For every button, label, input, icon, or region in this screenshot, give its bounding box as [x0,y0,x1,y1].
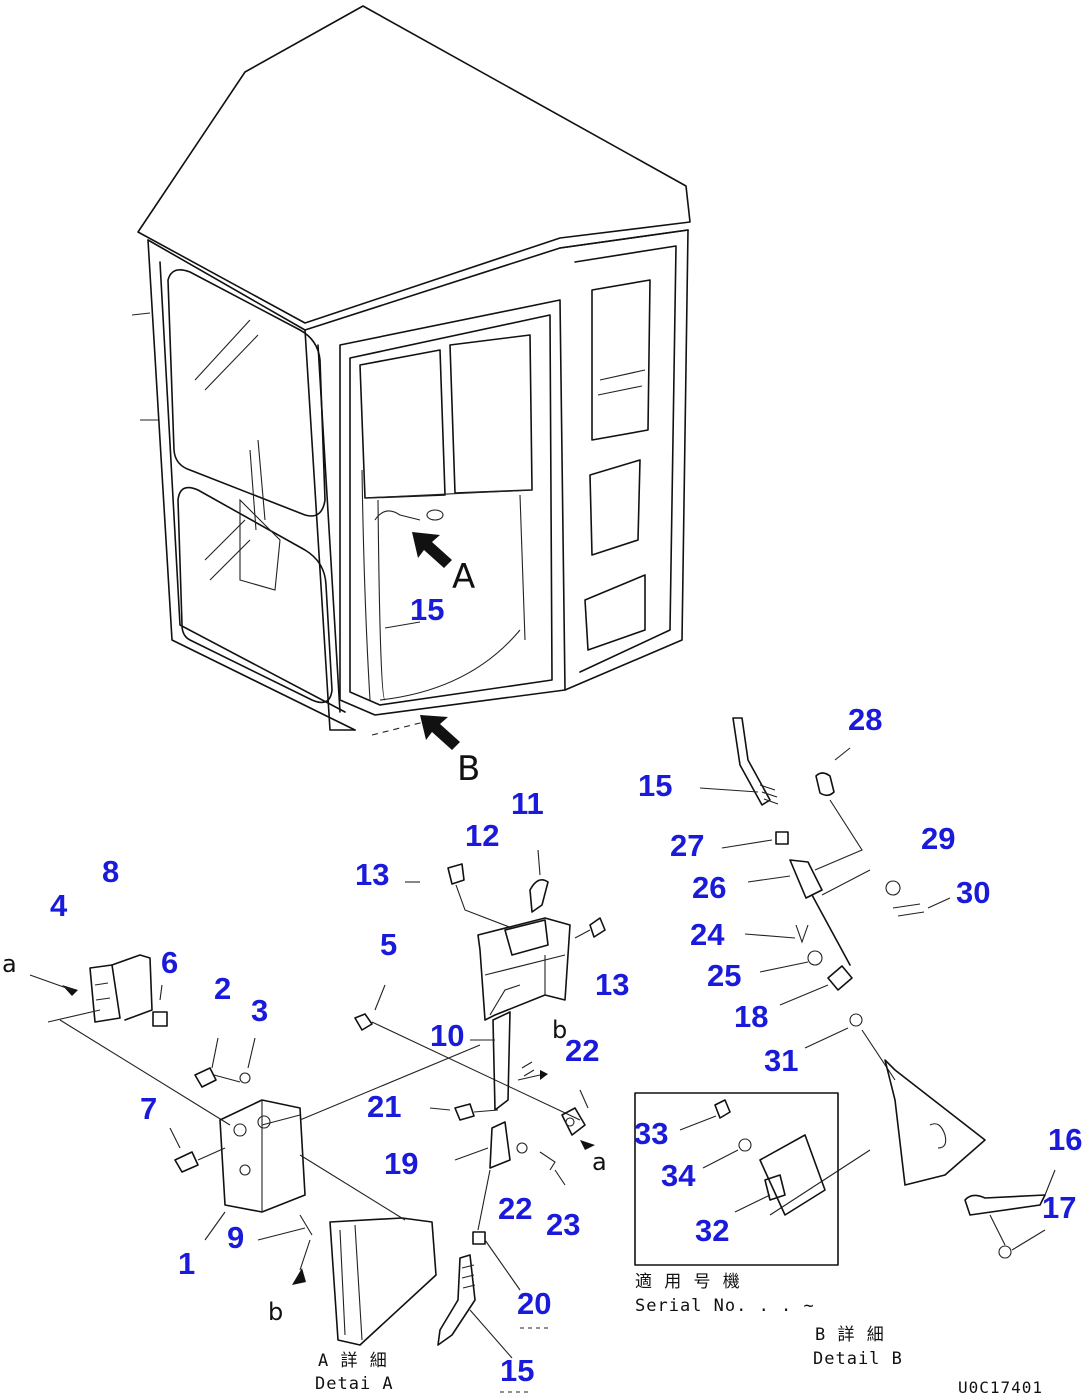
serial-label-jp: 適 用 号 機 [635,1272,741,1292]
callout-31: 31 [764,1043,799,1078]
callout-30: 30 [956,875,991,910]
detail-b-title-en: Detail B [813,1349,903,1369]
callout-34: 34 [661,1158,696,1193]
callout-15-cab: 15 [410,592,445,627]
detail-a-title-en: Detai A [315,1374,394,1394]
callout-22-bottom: 22 [498,1191,533,1226]
callout-13-right: 13 [595,967,630,1002]
callout-15-detail-b: 15 [638,768,673,803]
callout-2: 2 [214,971,232,1006]
callout-11: 11 [511,786,544,821]
detail-b-drawing [699,717,1056,1259]
callout-26: 26 [692,870,727,905]
callout-23: 23 [546,1207,581,1242]
callout-10: 10 [430,1018,465,1053]
ref-b-top: b [552,1016,568,1044]
detail-a-title-jp: A 詳 細 [318,1351,388,1371]
serial-detail-box [634,1092,839,1266]
callout-7: 7 [140,1091,158,1126]
ref-a-left: a [2,950,17,978]
callout-19: 19 [384,1146,419,1181]
callout-32: 32 [695,1213,730,1248]
callout-4: 4 [50,888,68,923]
callout-24: 24 [690,917,725,952]
callout-13-top: 13 [355,857,390,892]
drawing-code: U0C17401 [958,1378,1044,1397]
callout-5: 5 [380,927,398,962]
detail-a-drawing [29,849,606,1393]
callout-12: 12 [465,818,500,853]
callout-17: 17 [1042,1190,1077,1225]
callout-1: 1 [178,1246,196,1281]
callout-33: 33 [634,1116,669,1151]
callout-27: 27 [670,828,705,863]
view-arrow-a-label: A [452,557,476,597]
callout-9: 9 [227,1220,245,1255]
callout-28: 28 [848,702,883,737]
callout-3: 3 [251,993,269,1028]
ref-a-right: a [592,1148,607,1176]
callout-25: 25 [707,958,742,993]
detail-b-title-jp: B 詳 細 [815,1325,885,1345]
callout-16: 16 [1048,1122,1083,1157]
callout-21: 21 [367,1089,402,1124]
callout-15-detail-a: 15 [500,1353,535,1388]
callout-6: 6 [161,945,179,980]
callout-8: 8 [102,854,120,889]
callout-29: 29 [921,821,956,856]
serial-label-en: Serial No. . . ~ [635,1296,815,1316]
callout-22-top: 22 [565,1033,600,1068]
callout-20: 20 [517,1286,552,1321]
cab-drawing [131,5,691,750]
ref-b-bottom: b [268,1298,284,1326]
callout-18: 18 [734,999,769,1034]
view-arrow-b-label: B [457,749,481,789]
